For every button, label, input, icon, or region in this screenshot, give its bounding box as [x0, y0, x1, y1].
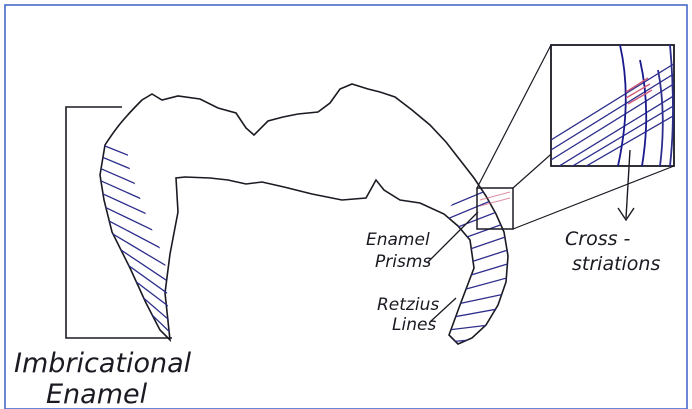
label-cross-2: striations — [572, 253, 660, 275]
label-cross-1: Cross - — [565, 228, 631, 250]
enamel-prisms-leader — [428, 212, 478, 262]
tooth-outline — [100, 84, 508, 344]
label-retzius-2: Lines — [392, 315, 436, 335]
label-enamel: Enamel — [46, 379, 148, 409]
inspection-box — [477, 188, 513, 229]
label-imbricational: Imbricational — [14, 348, 192, 379]
label-enamel-prisms-2: Prisms — [375, 252, 431, 272]
zoom-connector-top — [477, 45, 551, 188]
label-enamel-prisms-1: Enamel — [366, 230, 430, 250]
left-enamel-hatching — [90, 140, 176, 338]
zoom-connector-bottom — [513, 166, 674, 229]
left-bracket — [66, 107, 172, 338]
label-retzius-1: Retzius — [377, 295, 439, 315]
